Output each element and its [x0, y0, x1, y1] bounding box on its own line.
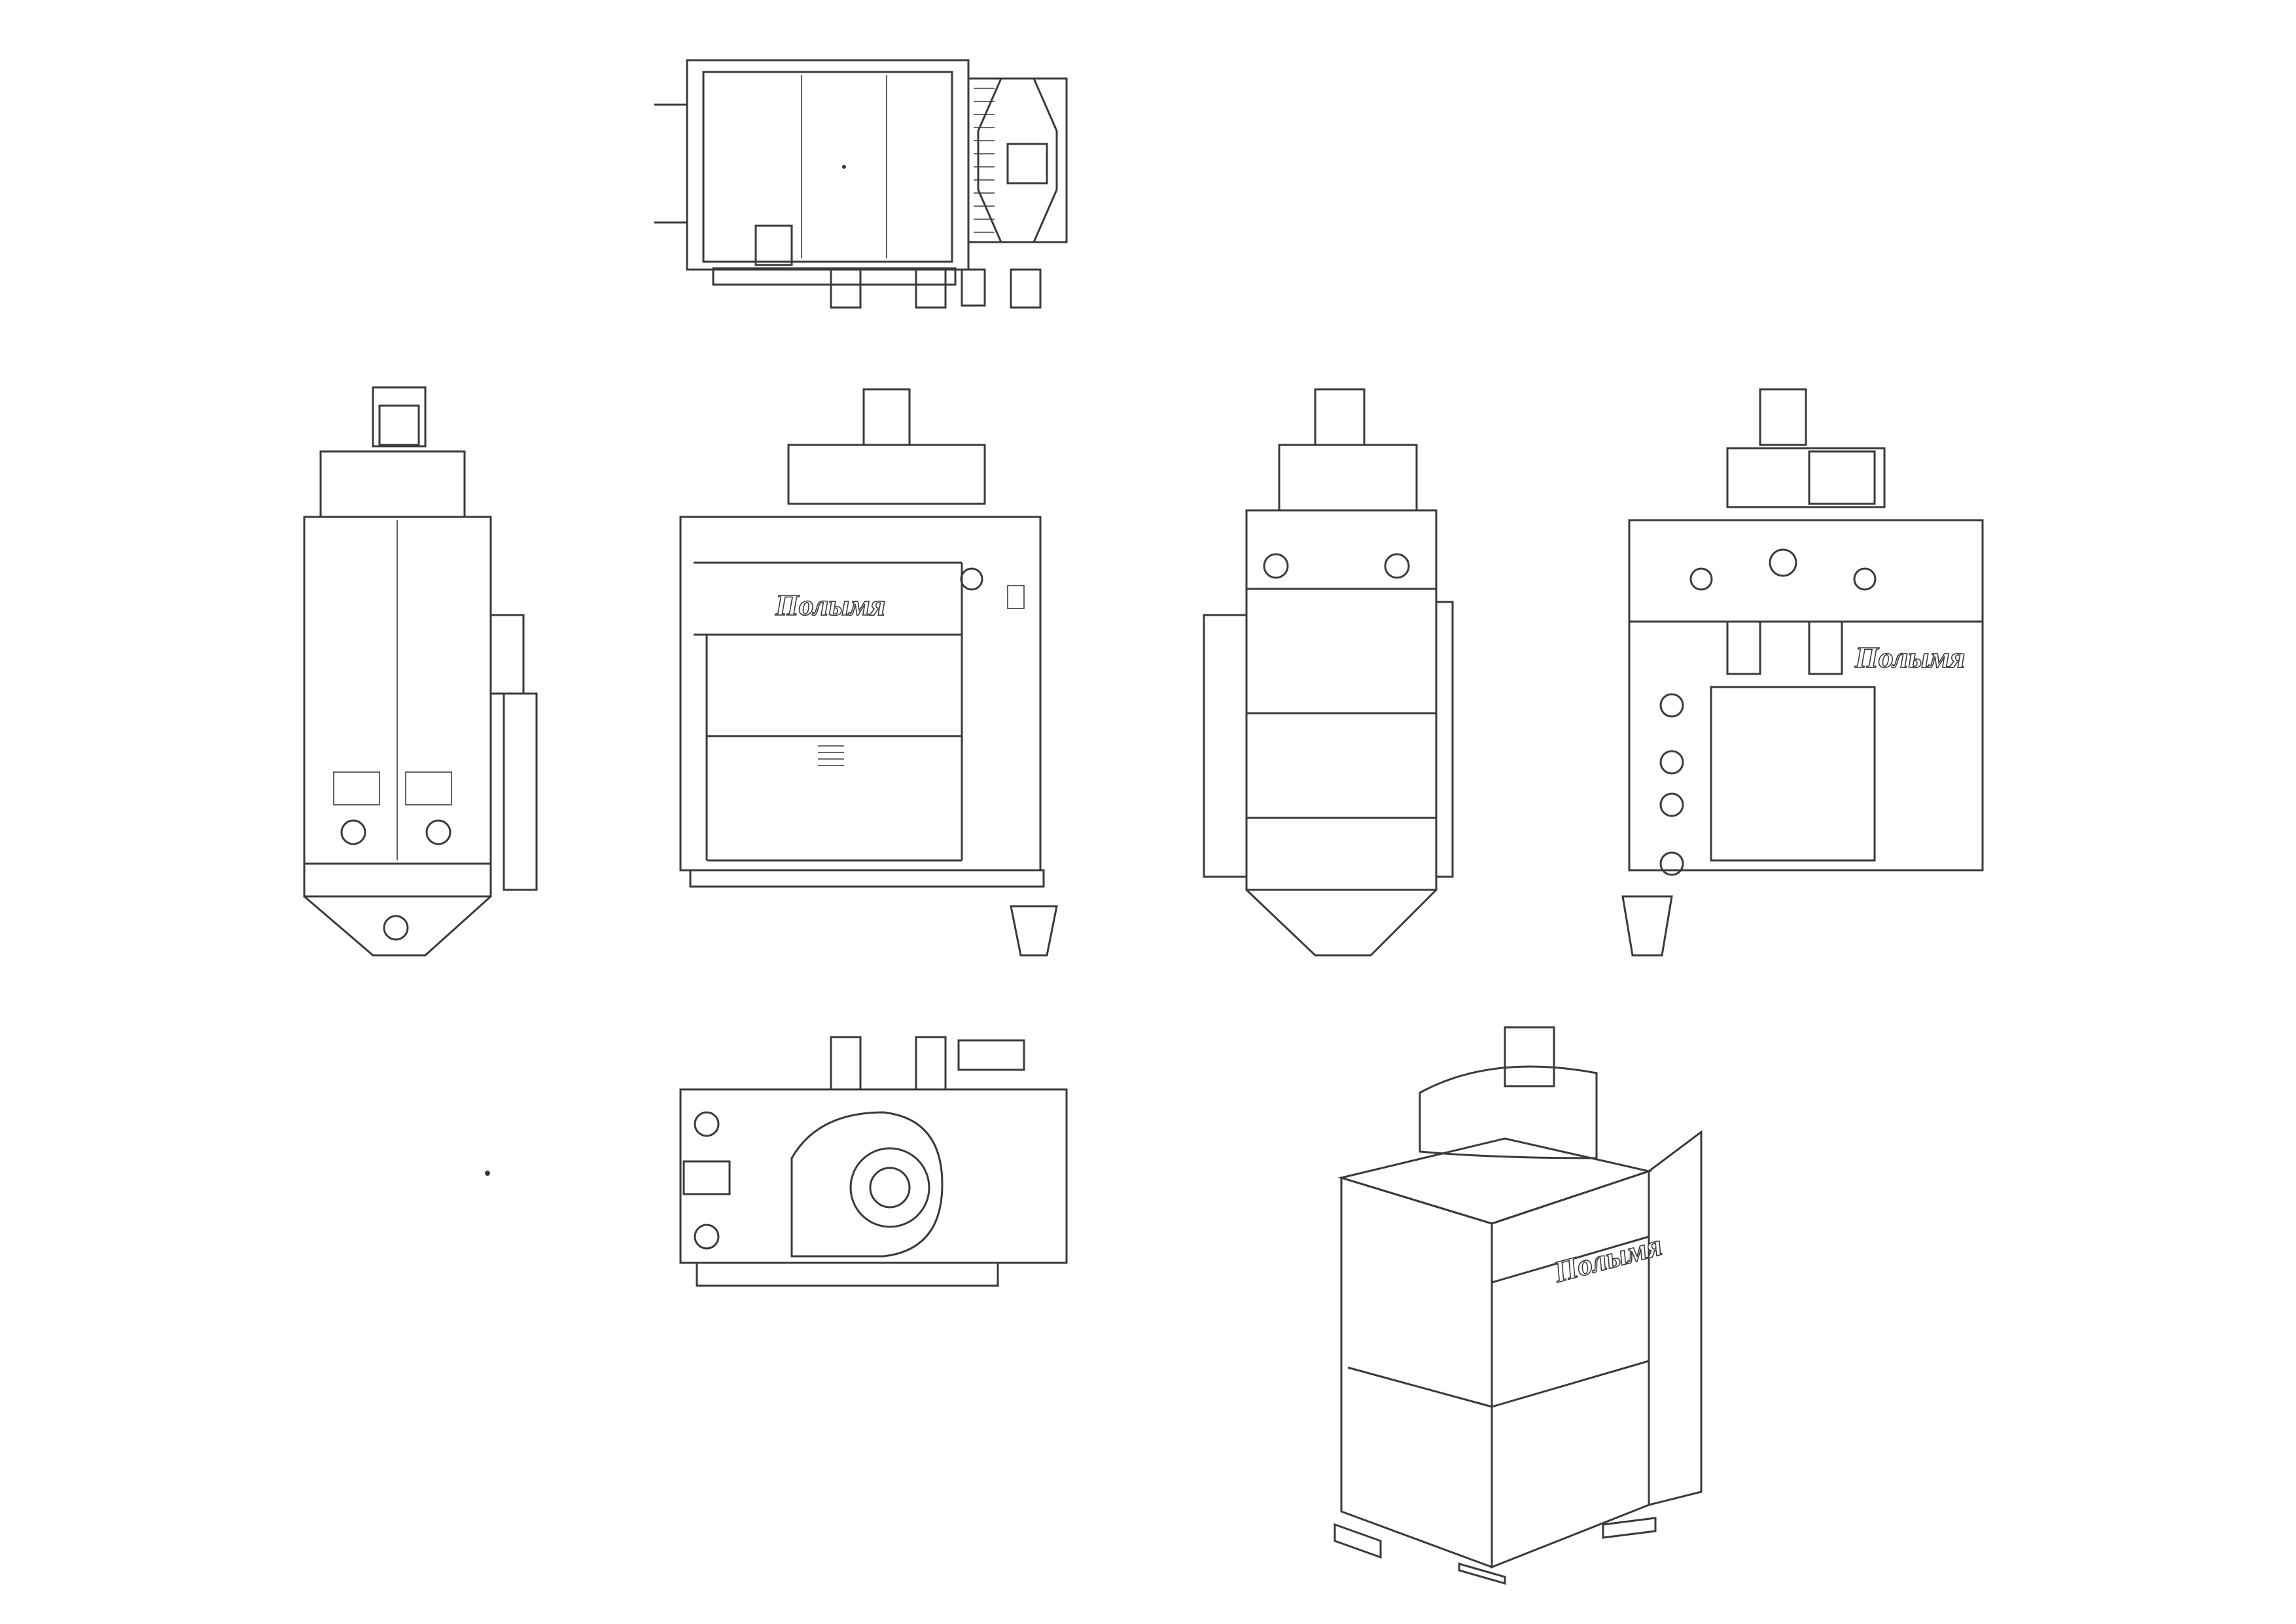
bottom-view	[679, 1036, 1068, 1287]
rear-view: Полымя	[1621, 388, 1984, 957]
isometric-view: Полымя	[1333, 1026, 1703, 1585]
top-view	[654, 59, 1068, 309]
vent-grille	[818, 745, 844, 766]
logo: Полымя	[775, 588, 885, 622]
right-side-view	[1203, 388, 1454, 957]
vent-slots	[974, 88, 995, 233]
front-view: Полымя	[679, 388, 1058, 957]
left-side-view	[303, 386, 538, 957]
reference-dot	[485, 1171, 490, 1176]
logo-rear: Полымя	[1854, 641, 1965, 674]
